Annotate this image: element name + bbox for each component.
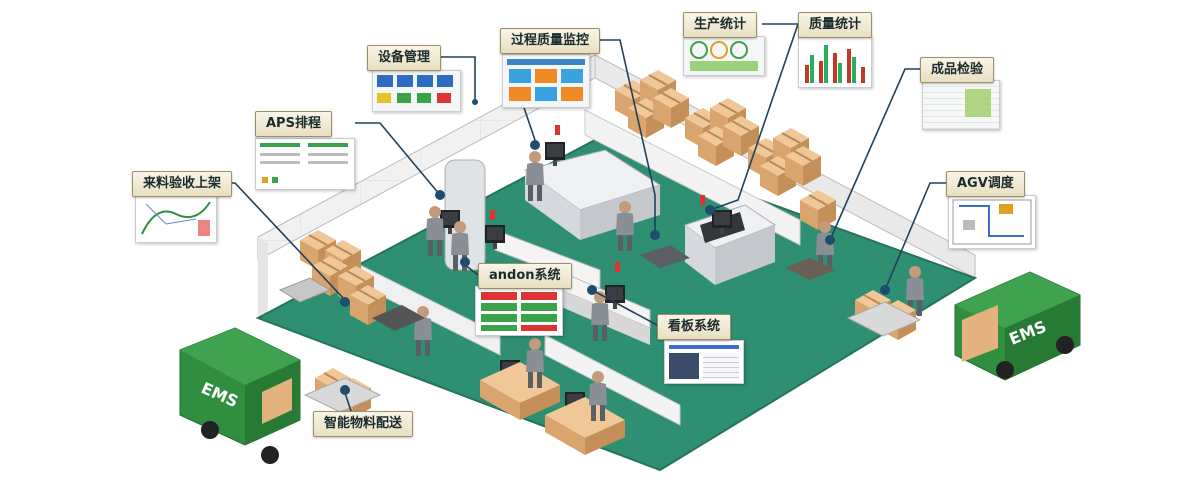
process-quality-thumbnail xyxy=(502,54,590,108)
receiving-flow-chart xyxy=(141,201,211,236)
kanban-thumbnail xyxy=(664,340,744,384)
quality-stats-thumbnail xyxy=(798,36,872,88)
leader-finished-inspection xyxy=(829,68,920,241)
label-process-quality-monitoring: 过程质量监控 xyxy=(500,28,601,54)
label-agv-dispatch: AGV调度 xyxy=(946,171,1025,197)
ems-truck-left: EMS xyxy=(179,327,301,464)
equipment-thumbnail xyxy=(372,70,461,112)
leader-agv xyxy=(884,182,946,291)
andon-thumbnail xyxy=(475,286,563,336)
leader-dots xyxy=(340,99,890,395)
ems-truck-right: EMS xyxy=(954,271,1081,381)
label-finished-inspection: 成品检验 xyxy=(920,57,995,83)
receiving-thumbnail xyxy=(135,193,217,243)
leader-production-stats xyxy=(588,39,656,235)
label-incoming-receiving: 来料验收上架 xyxy=(132,171,233,197)
leader-kanban xyxy=(591,289,658,326)
production-machines xyxy=(444,149,777,345)
stack-lights xyxy=(490,125,705,272)
label-andon-system: andon系统 xyxy=(478,263,572,289)
label-aps-scheduling: APS排程 xyxy=(255,111,332,137)
carts xyxy=(278,245,922,419)
label-quality-statistics: 质量统计 xyxy=(798,12,873,38)
label-smart-material-delivery: 智能物料配送 xyxy=(313,411,414,437)
agv-map xyxy=(952,199,1032,245)
leader-andon xyxy=(464,264,479,276)
leader-aps xyxy=(355,122,441,196)
production-stats-thumbnail xyxy=(683,36,765,76)
leader-equipment xyxy=(437,56,476,102)
aps-thumbnail xyxy=(255,138,355,190)
operator-desks xyxy=(480,362,625,455)
finished-inspection-thumbnail xyxy=(922,80,1000,130)
agv-thumbnail xyxy=(948,195,1036,249)
label-kanban-system: 看板系统 xyxy=(657,314,732,340)
label-production-statistics: 生产统计 xyxy=(683,12,758,38)
leader-quality-stats xyxy=(709,23,800,211)
label-equipment-management: 设备管理 xyxy=(367,45,442,71)
